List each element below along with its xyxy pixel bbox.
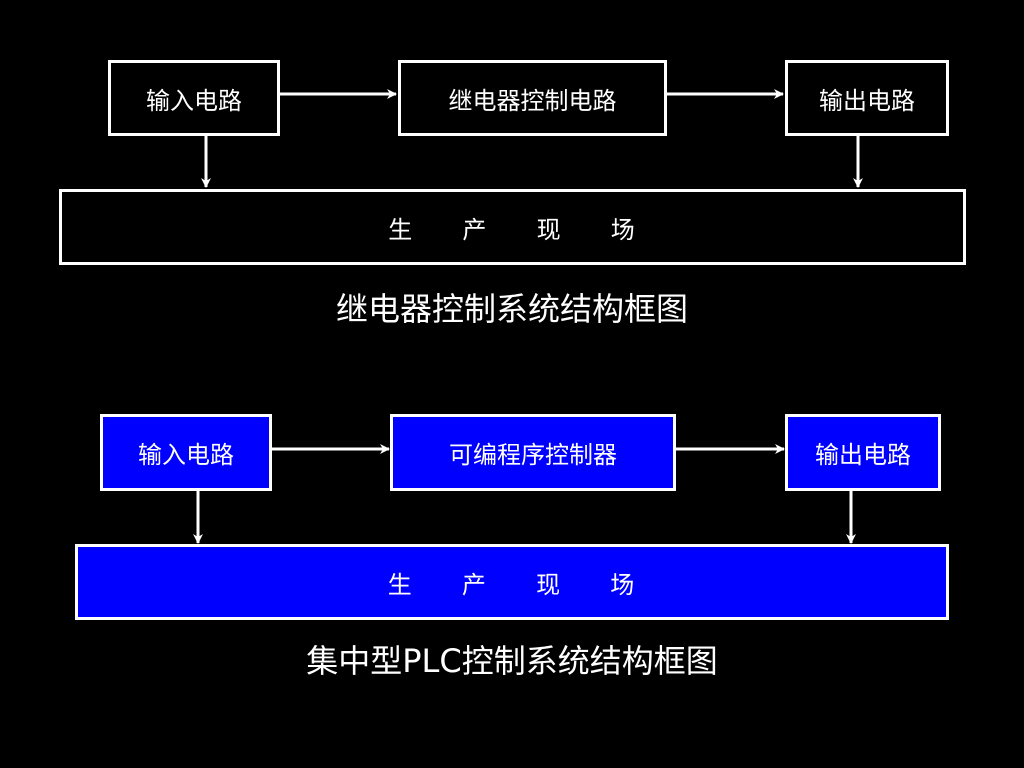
relay-input-circuit-label: 输入电路 <box>146 86 242 115</box>
plc-input-circuit-label: 输入电路 <box>138 441 234 469</box>
plc-input-circuit-box: 输入电路 <box>100 414 272 491</box>
relay-input-circuit-box: 输入电路 <box>108 60 280 136</box>
plc-diagram-caption: 集中型PLC控制系统结构框图 <box>306 642 718 680</box>
relay-control-circuit-box: 继电器控制电路 <box>398 60 667 136</box>
relay-output-circuit-box: 输出电路 <box>785 60 949 136</box>
relay-control-circuit-label: 继电器控制电路 <box>448 86 617 115</box>
relay-production-field-box: 生 产 现 场 <box>59 189 966 265</box>
plc-controller-label: 可编程序控制器 <box>449 441 617 469</box>
relay-production-field-label: 生 产 现 场 <box>388 215 637 244</box>
relay-output-circuit-label: 输出电路 <box>819 86 915 115</box>
relay-diagram-caption: 继电器控制系统结构框图 <box>335 290 688 328</box>
plc-output-circuit-label: 输出电路 <box>815 441 911 469</box>
plc-production-field-box: 生 产 现 场 <box>75 544 949 620</box>
plc-controller-box: 可编程序控制器 <box>390 414 676 491</box>
plc-production-field-label: 生 产 现 场 <box>387 570 637 599</box>
plc-output-circuit-box: 输出电路 <box>785 414 941 491</box>
